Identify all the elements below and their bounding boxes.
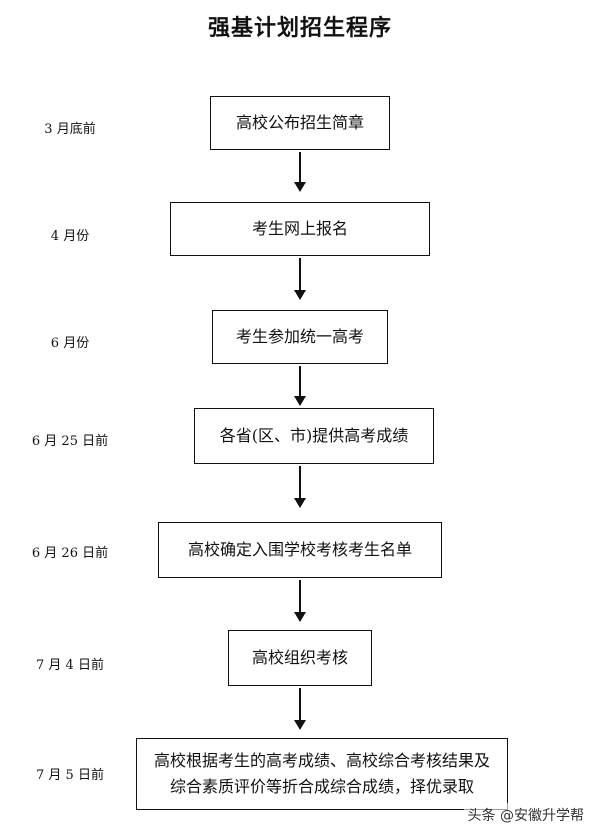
step-date-4: 6 月 25 日前	[31, 434, 109, 449]
page-title: 强基计划招生程序	[207, 15, 392, 41]
flow-arrow-4	[294, 466, 306, 508]
flow-arrow-2	[294, 258, 306, 300]
step-box-5: 高校确定入围学校考核考生名单	[158, 522, 442, 578]
flow-arrow-1	[294, 152, 306, 192]
flow-arrow-3	[294, 366, 306, 406]
flow-arrow-5	[294, 580, 306, 622]
watermark: 头条 @安徽升学帮	[463, 803, 588, 827]
step-box-3: 考生参加统一高考	[212, 310, 388, 364]
step-date-1: 3 月底前	[44, 122, 96, 137]
step-box-1: 高校公布招生简章	[210, 96, 390, 150]
step-box-6: 高校组织考核	[228, 630, 372, 686]
step-box-2: 考生网上报名	[170, 202, 430, 256]
step-date-2: 4 月份	[50, 229, 90, 244]
step-box-7: 高校根据考生的高考成绩、高校综合考核结果及综合素质评价等折合成综合成绩，择优录取	[136, 738, 508, 810]
step-box-4: 各省(区、市)提供高考成绩	[194, 408, 434, 464]
step-date-3: 6 月份	[50, 336, 90, 351]
step-date-5: 6 月 26 日前	[31, 546, 109, 561]
step-date-6: 7 月 4 日前	[36, 658, 104, 673]
step-date-7: 7 月 5 日前	[36, 768, 104, 783]
flow-arrow-6	[294, 688, 306, 730]
